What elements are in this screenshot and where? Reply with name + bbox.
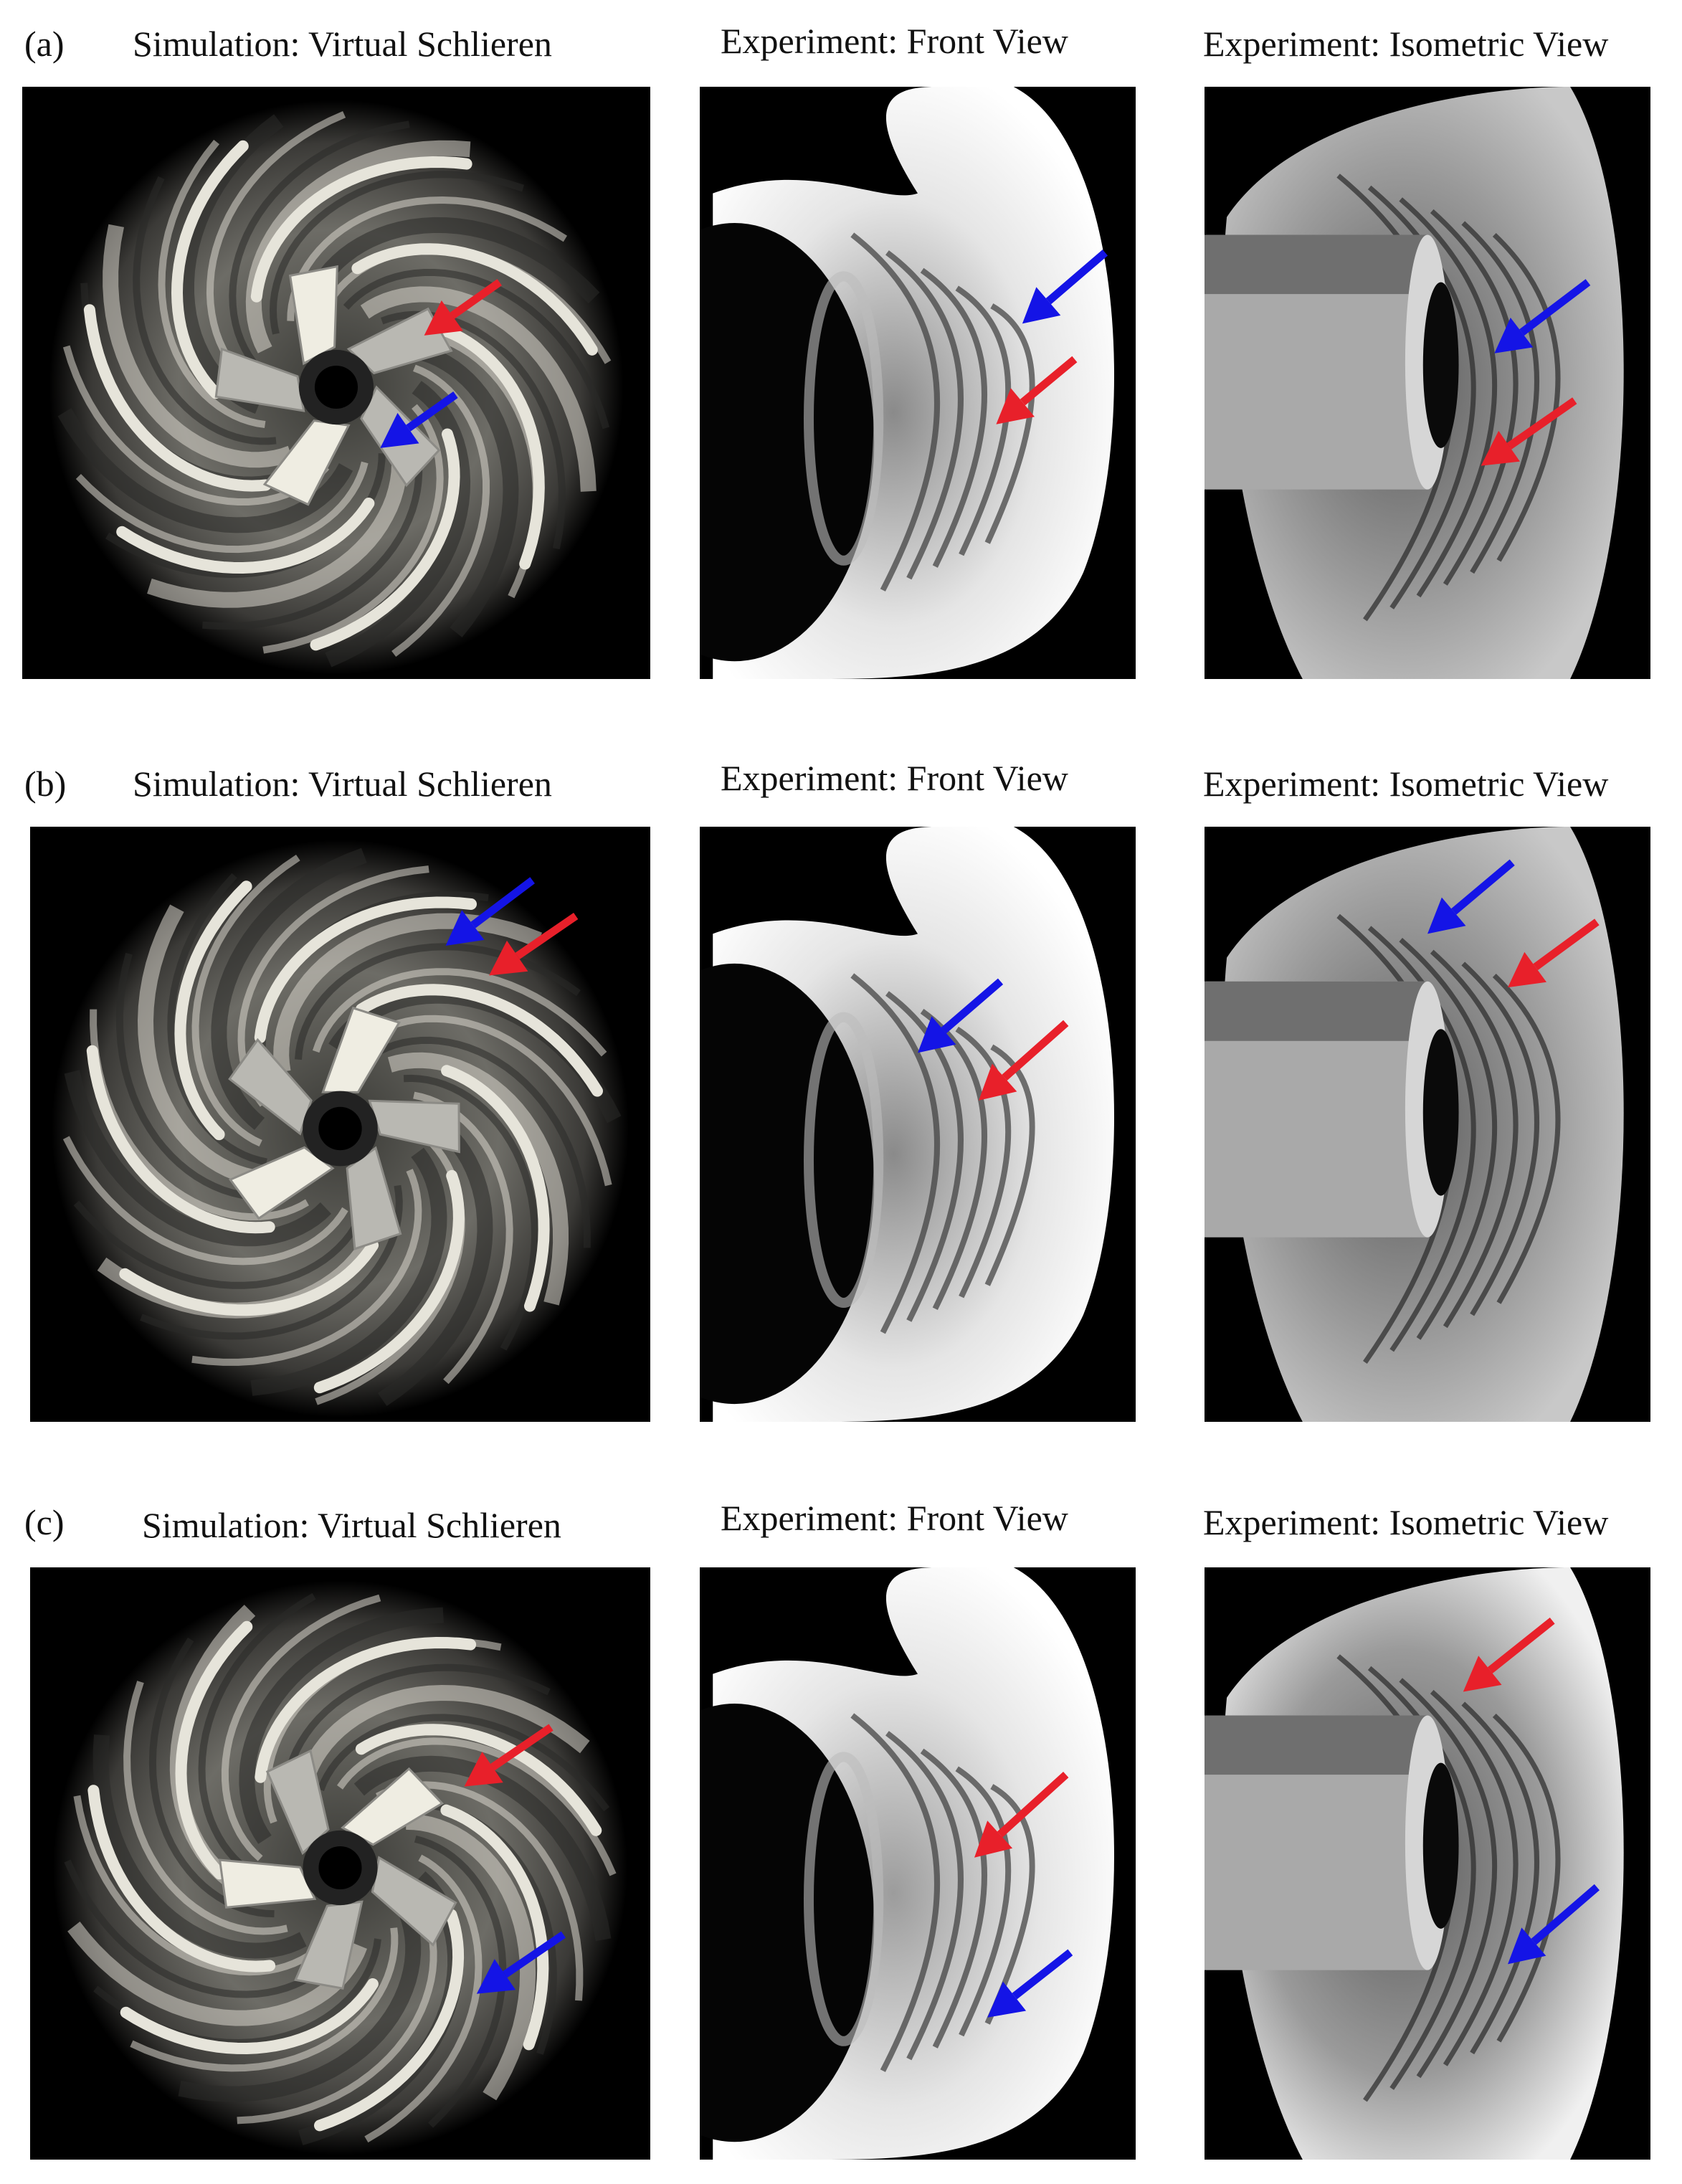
eye-ring <box>804 1012 884 1308</box>
panel-b-simulation <box>30 827 650 1422</box>
shaft-bubbles <box>1205 981 1427 1041</box>
red-arrow <box>996 356 1078 424</box>
panel-b-isometric <box>1205 827 1650 1422</box>
row-a-title-isometric: Experiment: Isometric View <box>1203 24 1609 64</box>
red-arrow <box>979 1020 1069 1101</box>
blue-arrow <box>1022 250 1108 324</box>
row-b-title-front: Experiment: Front View <box>721 758 1068 798</box>
blue-arrow <box>445 877 535 946</box>
panel-c-simulation <box>30 1567 650 2160</box>
blue-arrow <box>476 1931 566 1994</box>
blue-arrow <box>987 1949 1073 2018</box>
panel-a-isometric <box>1205 87 1650 679</box>
row-b-letter: (b) <box>24 764 67 804</box>
blue-arrow <box>1508 1884 1600 1965</box>
red-arrow <box>974 1772 1069 1858</box>
eye <box>1422 1029 1459 1196</box>
blue-arrow <box>1494 279 1591 353</box>
eye-ring <box>804 1752 884 2046</box>
row-c-letter: (c) <box>24 1502 65 1542</box>
panel-a-front <box>700 87 1136 679</box>
impeller <box>228 1007 460 1250</box>
panel-a-simulation <box>22 87 650 679</box>
red-arrow <box>424 279 502 336</box>
red-arrow <box>489 912 579 976</box>
row-a-title-simulation: Simulation: Virtual Schlieren <box>133 24 552 64</box>
blue-arrow <box>1427 859 1515 934</box>
diffuser-vanes <box>83 140 598 651</box>
red-arrow <box>464 1724 553 1787</box>
red-arrow <box>1508 918 1600 988</box>
blue-arrow <box>918 978 1004 1053</box>
panel-b-front <box>700 827 1136 1422</box>
eye-ring <box>804 271 884 566</box>
vane-traces <box>850 232 1035 592</box>
vane-traces <box>850 973 1035 1334</box>
eye <box>318 1846 362 1890</box>
row-b-title-isometric: Experiment: Isometric View <box>1203 764 1609 804</box>
eye <box>318 1106 362 1151</box>
row-b-title-simulation: Simulation: Virtual Schlieren <box>133 764 552 804</box>
row-c-title-simulation: Simulation: Virtual Schlieren <box>142 1505 561 1545</box>
eye <box>314 365 358 409</box>
impeller <box>218 1749 457 1990</box>
blue-arrow <box>380 391 458 448</box>
shaft-bubbles <box>1205 234 1427 295</box>
eye <box>1422 282 1459 448</box>
red-arrow <box>1463 1618 1555 1692</box>
row-c-title-isometric: Experiment: Isometric View <box>1203 1502 1609 1542</box>
shaft-bubbles <box>1205 1715 1427 1775</box>
flow-swirl <box>62 848 622 1406</box>
panel-c-front <box>700 1567 1136 2160</box>
diffuser-vanes <box>86 880 603 1394</box>
red-arrow <box>1481 397 1577 466</box>
row-c-title-front: Experiment: Front View <box>721 1498 1068 1538</box>
eye <box>1422 1762 1459 1929</box>
panel-c-isometric <box>1205 1567 1650 2160</box>
vane-traces <box>850 1713 1035 2072</box>
diffuser-vanes <box>87 1620 602 2132</box>
row-a-title-front: Experiment: Front View <box>721 21 1068 61</box>
row-a-letter: (a) <box>24 24 65 64</box>
